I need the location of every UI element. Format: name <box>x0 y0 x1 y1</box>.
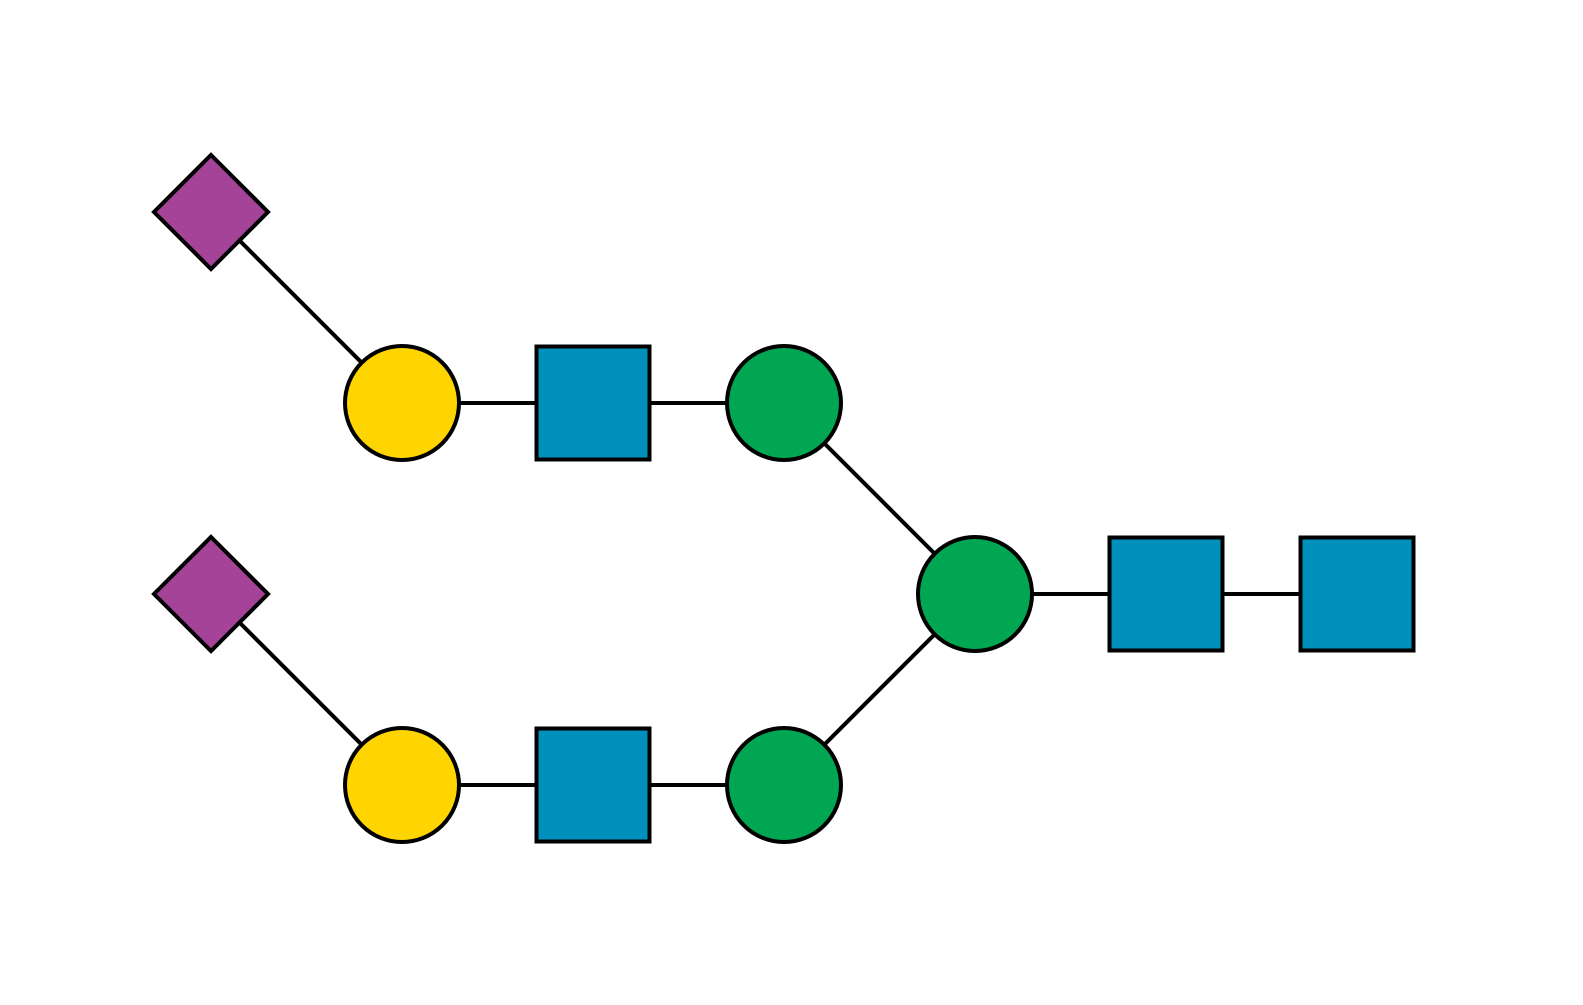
residues-layer <box>151 152 1416 844</box>
blue-square-icon <box>1107 535 1225 653</box>
purple-diamond-icon <box>151 152 271 272</box>
blue-square-icon <box>534 344 652 462</box>
yellow-circle-icon <box>343 726 461 844</box>
blue-square-icon <box>534 726 652 844</box>
blue-square-icon <box>1298 535 1416 653</box>
green-circle-icon <box>725 344 843 462</box>
purple-diamond-icon <box>151 534 271 654</box>
green-circle-icon <box>916 535 1034 653</box>
yellow-circle-icon <box>343 344 461 462</box>
green-circle-icon <box>725 726 843 844</box>
